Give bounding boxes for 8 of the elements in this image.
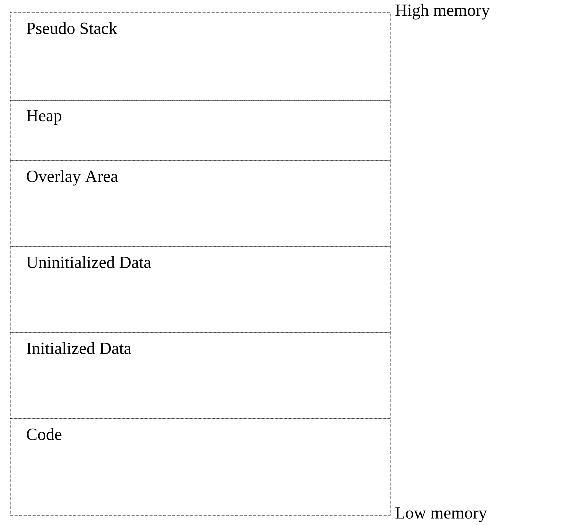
- memory-segment: Heap: [10, 100, 391, 161]
- memory-segment: Pseudo Stack: [10, 12, 391, 101]
- memory-segment: Overlay Area: [10, 160, 391, 247]
- memory-segment: Initialized Data: [10, 332, 391, 419]
- memory-segment: Code: [10, 418, 391, 516]
- memory-segment: Uninitialized Data: [10, 246, 391, 333]
- memory-label: Low memory: [396, 508, 488, 522]
- memory-label: High memory: [396, 4, 490, 20]
